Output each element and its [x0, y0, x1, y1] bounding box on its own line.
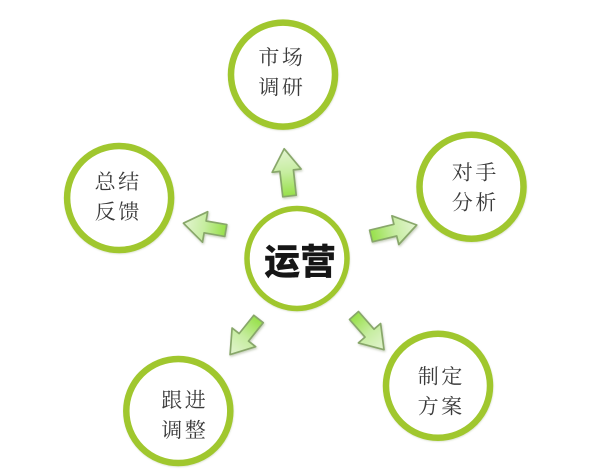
node-upper-right-line2-glyph-1 — [476, 192, 496, 212]
node-upper-left-line2-glyph-0 — [95, 201, 116, 221]
node-center-label — [264, 243, 335, 279]
arrow-center-to-lower-left — [229, 314, 265, 356]
node-lower-left-line1-glyph-0 — [162, 390, 182, 409]
node-top — [227, 19, 339, 130]
node-lower-left-ring — [123, 355, 234, 467]
node-lower-left — [123, 355, 234, 467]
node-center-ring — [244, 205, 350, 312]
node-center — [244, 205, 350, 312]
node-upper-right-line1-glyph-1 — [475, 162, 496, 182]
node-lower-right-line2-glyph-0 — [418, 395, 438, 416]
node-lower-right-ring — [382, 330, 494, 442]
node-upper-right-line1-glyph-0 — [452, 162, 472, 182]
node-center-glyph-0 — [264, 244, 300, 279]
arrow-center-to-upper-left — [182, 210, 228, 244]
node-upper-left — [63, 142, 175, 254]
node-top-ring — [227, 19, 339, 130]
arrow-center-to-top — [271, 147, 302, 198]
node-top-line2-glyph-1 — [282, 77, 303, 97]
node-upper-left-line1-glyph-0 — [95, 171, 115, 191]
node-lower-left-line2-glyph-1 — [185, 419, 206, 439]
node-top-line1-glyph-0 — [259, 46, 279, 67]
node-upper-left-ring — [63, 142, 175, 254]
node-lower-right — [382, 330, 494, 442]
node-top-line2-glyph-0 — [259, 77, 279, 97]
node-upper-left-line2-glyph-1 — [118, 201, 139, 221]
node-lower-left-line1-glyph-1 — [185, 389, 206, 409]
node-lower-right-line2-glyph-1 — [441, 395, 462, 416]
node-lower-left-label — [161, 389, 206, 440]
node-lower-right-line1-glyph-0 — [418, 366, 438, 386]
node-upper-right — [416, 131, 527, 242]
node-lower-right-line1-glyph-1 — [442, 365, 462, 386]
node-upper-right-ring — [416, 131, 527, 242]
arrow-center-to-lower-right — [348, 310, 385, 351]
node-upper-right-label — [452, 162, 496, 212]
node-top-line1-glyph-1 — [282, 47, 303, 67]
node-lower-left-line2-glyph-0 — [161, 419, 182, 440]
node-center-glyph-1 — [302, 243, 335, 278]
node-upper-right-line2-glyph-0 — [452, 191, 473, 212]
arrow-center-to-upper-right — [368, 214, 418, 246]
node-upper-left-line1-glyph-1 — [118, 171, 139, 191]
node-upper-left-label — [95, 171, 139, 221]
node-lower-right-label — [418, 365, 462, 416]
node-top-label — [259, 46, 303, 97]
